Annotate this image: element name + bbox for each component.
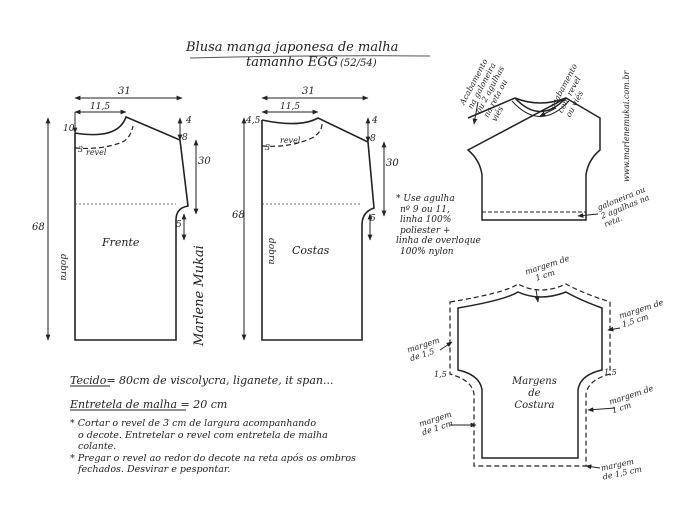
instruction-note-line: * Cortar o revel de 3 cm de largura acom… xyxy=(70,418,317,429)
back-fold-label: dobra xyxy=(266,238,276,265)
needle-note-line: poliester + xyxy=(400,225,451,236)
front-revel-label: revel xyxy=(86,148,107,157)
back-outline xyxy=(261,117,375,341)
instruction-note-line: o decote. Entretelar o revel com entrete… xyxy=(78,429,328,441)
title-size: (52/54) xyxy=(340,58,377,69)
instruction-note-line: colante. xyxy=(78,441,117,452)
front-neck-drop-label: 10 xyxy=(63,124,75,134)
back-sleeve-cuff-label: 8 xyxy=(370,134,376,144)
pattern-title: Blusa manga japonesa de malha tamanho EG… xyxy=(186,40,398,70)
front-side-length-label: 30 xyxy=(198,156,211,167)
seam-allowance-piece xyxy=(449,283,611,467)
interfacing-line: Entretela de malha = 20 cm xyxy=(70,398,227,411)
center-label-line: de xyxy=(528,388,541,399)
back-revel-label: revel xyxy=(280,136,301,145)
instruction-notes: * Cortar o revel de 3 cm de largura acom… xyxy=(70,418,356,476)
interfacing-value: = 20 cm xyxy=(180,398,228,411)
front-width-label: 31 xyxy=(118,86,131,97)
back-length-label: 68 xyxy=(232,210,245,221)
front-outline xyxy=(74,115,189,341)
left-side-top-allowance: 1,5 xyxy=(434,370,447,379)
back-hem-curve-label: 5 xyxy=(370,214,376,224)
back-shoulder-drop-label: 4 xyxy=(372,116,378,126)
back-neck-width-label: 11,5 xyxy=(280,102,301,112)
front-revel-line xyxy=(74,125,134,150)
center-label-line: Costura xyxy=(514,400,555,411)
back-width-label: 31 xyxy=(302,86,315,97)
needle-note-line: linha de overloque xyxy=(396,236,481,246)
needle-note: * Use agulha nº 9 ou 11, linha 100% poli… xyxy=(396,194,481,257)
instruction-note-line: fechados. Desvirar e pespontar. xyxy=(78,464,231,475)
front-neck-width-label: 11,5 xyxy=(90,102,111,112)
needle-note-line: linha 100% xyxy=(400,215,452,225)
front-sleeve-cuff-label: 8 xyxy=(182,133,188,143)
front-hem-curve-label: 5 xyxy=(176,220,182,230)
needle-note-line: * Use agulha xyxy=(396,194,455,204)
back-neck-drop-label: 4,5 xyxy=(246,116,261,126)
front-fold-label: dobra xyxy=(58,254,68,281)
needle-note-line: 100% nylon xyxy=(400,246,454,257)
title-line-1: Blusa manga japonesa de malha xyxy=(186,40,399,55)
back-revel-width-label: 3 xyxy=(265,143,271,152)
back-piece-name: Costas xyxy=(292,244,330,257)
needle-note-line: nº 9 ou 11, xyxy=(400,204,450,215)
interfacing-label: Entretela de malha xyxy=(70,398,178,411)
front-shoulder-drop-label: 4 xyxy=(186,116,192,126)
back-revel-line xyxy=(261,123,323,147)
website-label: www.marlenemukai.com.br xyxy=(622,70,631,182)
front-pattern-piece xyxy=(74,115,189,341)
back-pattern-piece xyxy=(261,117,375,341)
instruction-note-line: * Pregar o revel ao redor do decote na r… xyxy=(70,452,356,464)
fabric-value: = 80cm de viscolycra, liganete, it span.… xyxy=(106,374,334,387)
center-label-line: Margens xyxy=(512,376,557,387)
designer-signature: Marlene Mukai xyxy=(192,245,207,346)
fabric-line: Tecido= 80cm de viscolycra, liganete, it… xyxy=(70,374,333,387)
front-length-label: 68 xyxy=(32,222,45,233)
front-piece-name: Frente xyxy=(102,236,140,249)
back-side-length-label: 30 xyxy=(386,158,399,169)
title-line-2: tamanho EGG xyxy=(246,55,339,70)
right-side-top-allowance: 1,5 xyxy=(604,368,617,377)
seam-allowance-center-label: Margens de Costura xyxy=(512,376,557,412)
front-revel-width-label: 3 xyxy=(78,145,84,154)
fabric-label: Tecido xyxy=(70,374,107,387)
